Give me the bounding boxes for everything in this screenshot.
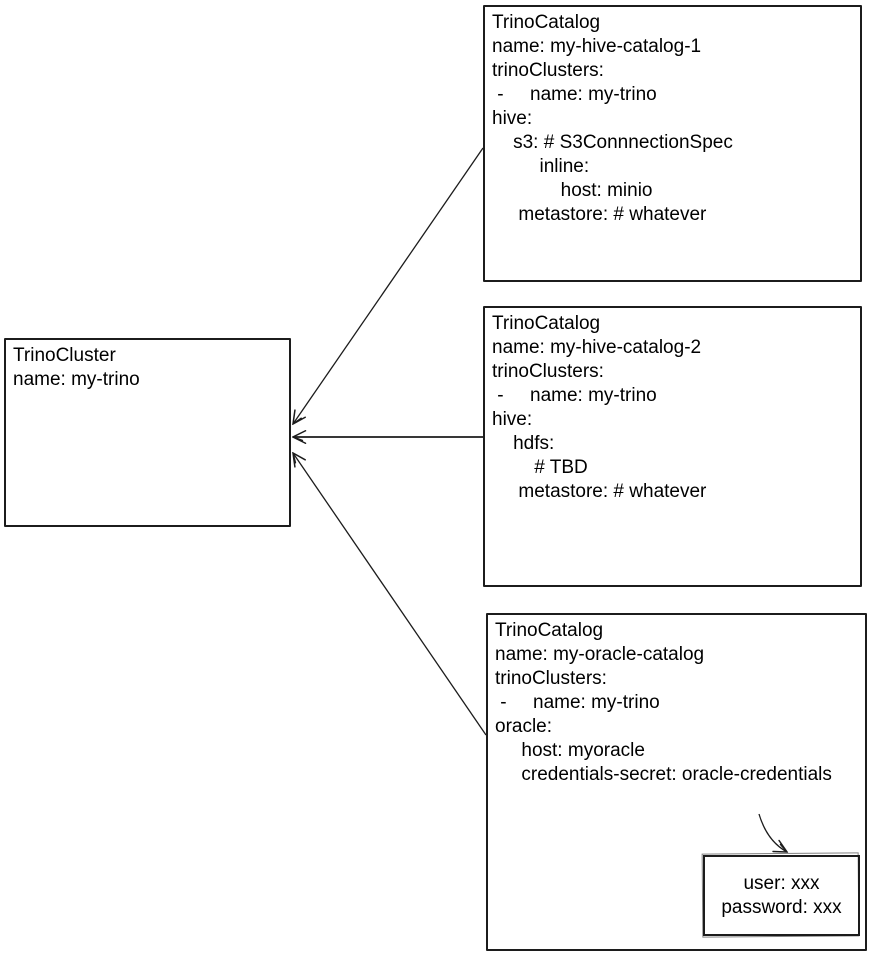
trinocatalog-1-text: TrinoCatalog name: my-hive-catalog-1 tri… — [492, 12, 733, 225]
credentials-secret-node: user: xxx password: xxx — [703, 855, 860, 936]
credentials-secret-text: user: xxx password: xxx — [721, 872, 842, 918]
trinocluster-node: TrinoCluster name: my-trino — [4, 338, 291, 527]
connector-catalog3-to-cluster — [293, 453, 487, 736]
trinocluster-text: TrinoCluster name: my-trino — [13, 345, 140, 390]
trinocatalog-3-text: TrinoCatalog name: my-oracle-catalog tri… — [495, 620, 832, 785]
trinocatalog-node-3: TrinoCatalog name: my-oracle-catalog tri… — [486, 613, 867, 951]
connector-catalog1-to-cluster — [293, 147, 484, 424]
trinocatalog-node-2: TrinoCatalog name: my-hive-catalog-2 tri… — [483, 306, 862, 587]
trinocatalog-2-text: TrinoCatalog name: my-hive-catalog-2 tri… — [492, 313, 707, 502]
trinocatalog-node-1: TrinoCatalog name: my-hive-catalog-1 tri… — [483, 5, 862, 282]
